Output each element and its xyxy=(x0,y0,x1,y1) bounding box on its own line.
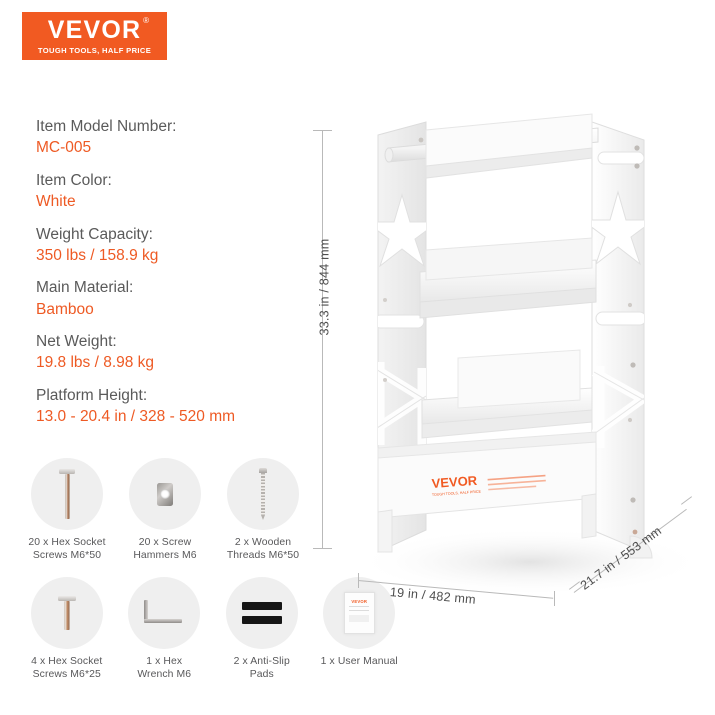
part-image xyxy=(128,576,201,649)
part-image xyxy=(225,576,298,649)
front-right-leg xyxy=(581,493,597,539)
width-dimension-label: 19 in / 482 mm xyxy=(389,585,477,607)
spec-row-material: Main Material: Bamboo xyxy=(36,277,298,320)
spec-value: Bamboo xyxy=(36,300,94,318)
front-left-leg xyxy=(377,509,393,553)
top-platform xyxy=(425,113,593,179)
specification-list: Item Model Number: MC-005 Item Color: Wh… xyxy=(36,116,298,439)
hex-wrench-icon xyxy=(144,599,184,626)
part-image: VEVOR xyxy=(323,576,396,649)
manual-brand-text: VEVOR xyxy=(351,598,368,604)
product-image: VEVOR TOUGH TOOLS, HALF PRICE xyxy=(330,100,715,620)
depth-dimension-label: 21.7 in / 553 mm xyxy=(577,523,665,593)
spec-value: MC-005 xyxy=(36,139,92,157)
width-dimension: 19 in / 482 mm xyxy=(356,572,556,616)
brand-logo-wordmark: VEVOR® xyxy=(47,15,149,44)
part-image xyxy=(31,458,103,530)
screw-hammer-nut-icon xyxy=(157,482,173,506)
width-dimension-cap-left xyxy=(358,573,359,588)
product-sticker-tagline: TOUGH TOOLS, HALF PRICE xyxy=(432,490,482,497)
bottom-front-panel: VEVOR TOUGH TOOLS, HALF PRICE xyxy=(377,431,597,519)
brand-logo: VEVOR® TOUGH TOOLS, HALF PRICE xyxy=(22,12,167,60)
spec-row-color: Item Color: White xyxy=(36,170,298,213)
brand-tagline: TOUGH TOOLS, HALF PRICE xyxy=(37,45,152,55)
height-dimension-cap-bottom xyxy=(313,548,332,549)
floor-shadow xyxy=(355,528,705,596)
star-cutout xyxy=(592,190,644,266)
spec-label: Platform Height: xyxy=(36,386,148,404)
spec-row-net-weight: Net Weight: 19.8 lbs / 8.98 kg xyxy=(36,331,298,374)
spec-row-platform-height: Platform Height: 13.0 - 20.4 in / 328 - … xyxy=(36,385,298,428)
part-item: VEVOR 1 x User Manual xyxy=(311,576,409,682)
anti-slip-pad-icon xyxy=(241,601,282,624)
spec-value: 13.0 - 20.4 in / 328 - 520 mm xyxy=(36,408,236,426)
hex-socket-screw-short-icon xyxy=(57,595,76,630)
spec-label: Net Weight: xyxy=(36,333,117,350)
lower-step xyxy=(421,349,593,439)
spec-row-model: Item Model Number: MC-005 xyxy=(36,116,298,159)
part-image xyxy=(227,458,299,530)
star-cutout xyxy=(378,193,426,268)
product-sticker-brand: VEVOR xyxy=(431,473,478,491)
part-image xyxy=(30,576,103,649)
height-dimension-label: 33.3 in / 844 mm xyxy=(317,238,332,336)
wooden-thread-screw-icon xyxy=(258,468,268,520)
part-label: 1 x User Manual xyxy=(320,655,398,667)
spec-label: Item Model Number: xyxy=(36,118,177,135)
spec-value: White xyxy=(36,193,76,211)
product-sticker-lines xyxy=(487,474,546,491)
height-dimension-line xyxy=(322,130,323,548)
spec-value: 19.8 lbs / 8.98 kg xyxy=(36,354,155,372)
hex-socket-screw-icon xyxy=(59,469,75,519)
width-dimension-cap-right xyxy=(554,591,555,606)
spec-label: Weight Capacity: xyxy=(36,225,153,243)
brand-logo-text: VEVOR xyxy=(47,15,142,44)
spec-label: Main Material: xyxy=(36,279,134,297)
middle-platform xyxy=(419,237,597,319)
depth-dimension-cap-right xyxy=(680,496,693,505)
height-dimension-cap-top xyxy=(313,130,332,131)
user-manual-icon: VEVOR xyxy=(343,591,375,634)
registered-mark-icon: ® xyxy=(143,15,151,25)
left-side-panel xyxy=(377,121,427,553)
spec-row-weight-capacity: Weight Capacity: 350 lbs / 158.9 kg xyxy=(36,224,298,267)
spec-label: Item Color: xyxy=(36,171,112,189)
spec-value: 350 lbs / 158.9 kg xyxy=(36,246,159,264)
depth-dimension: 21.7 in / 553 mm xyxy=(568,488,704,606)
part-image xyxy=(129,458,201,530)
